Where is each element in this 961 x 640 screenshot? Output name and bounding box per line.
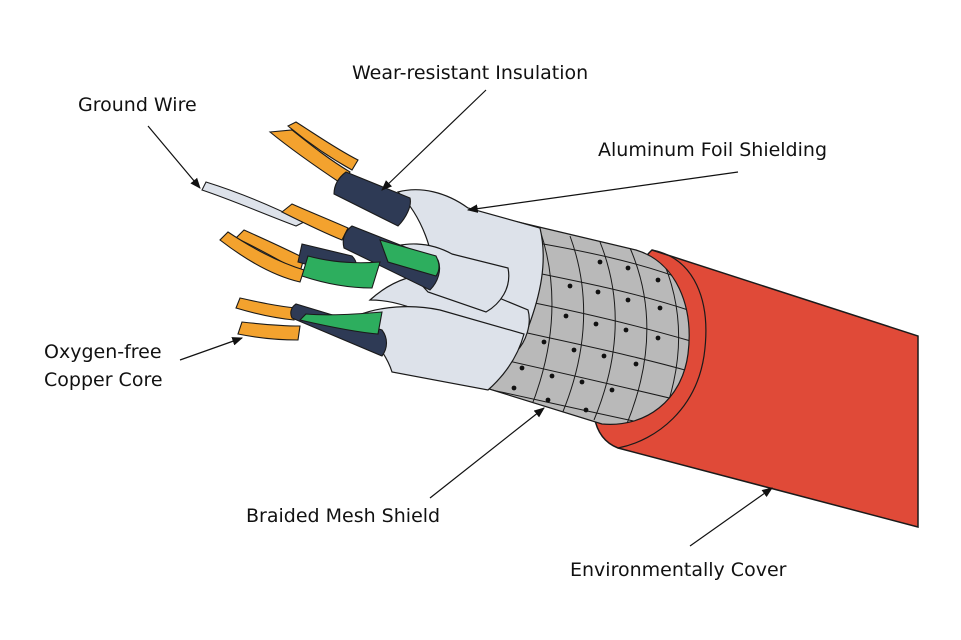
label-environmental-cover: Environmentally Cover <box>570 559 787 581</box>
braid-weave <box>491 229 690 425</box>
conductor-4-green <box>298 311 383 335</box>
leader-wear-insulation <box>381 89 487 191</box>
label-copper-core-line2: Copper Core <box>44 369 163 391</box>
leader-copper-core <box>179 337 244 361</box>
leader-lines <box>147 89 773 547</box>
conductor-3-green <box>301 255 381 289</box>
leader-environmental-cover <box>689 487 773 547</box>
label-wear-insulation: Wear-resistant Insulation <box>352 62 588 84</box>
conductor-bundle <box>219 121 441 357</box>
leader-ground-wire <box>147 125 201 189</box>
label-foil-shielding: Aluminum Foil Shielding <box>598 139 827 161</box>
conductor-2-green <box>379 239 440 277</box>
braid-dots <box>511 259 663 413</box>
conductor-top-core-b <box>287 121 359 171</box>
conductor-top-sleeve <box>333 171 411 227</box>
label-ground-wire: Ground Wire <box>78 94 197 116</box>
ground-wire <box>201 181 306 227</box>
ground-wire-strand <box>201 181 306 227</box>
leader-braided-mesh <box>429 407 545 499</box>
labels: Wear-resistant Insulation Ground Wire Al… <box>44 62 827 581</box>
outer-jacket-rim <box>617 249 707 449</box>
conductor-4-core-b <box>237 321 301 341</box>
label-copper-core-line1: Oxygen-free <box>44 341 162 363</box>
leader-foil-shielding <box>466 171 739 213</box>
label-braided-mesh: Braided Mesh Shield <box>246 505 440 527</box>
conductor-4-core <box>235 297 297 321</box>
